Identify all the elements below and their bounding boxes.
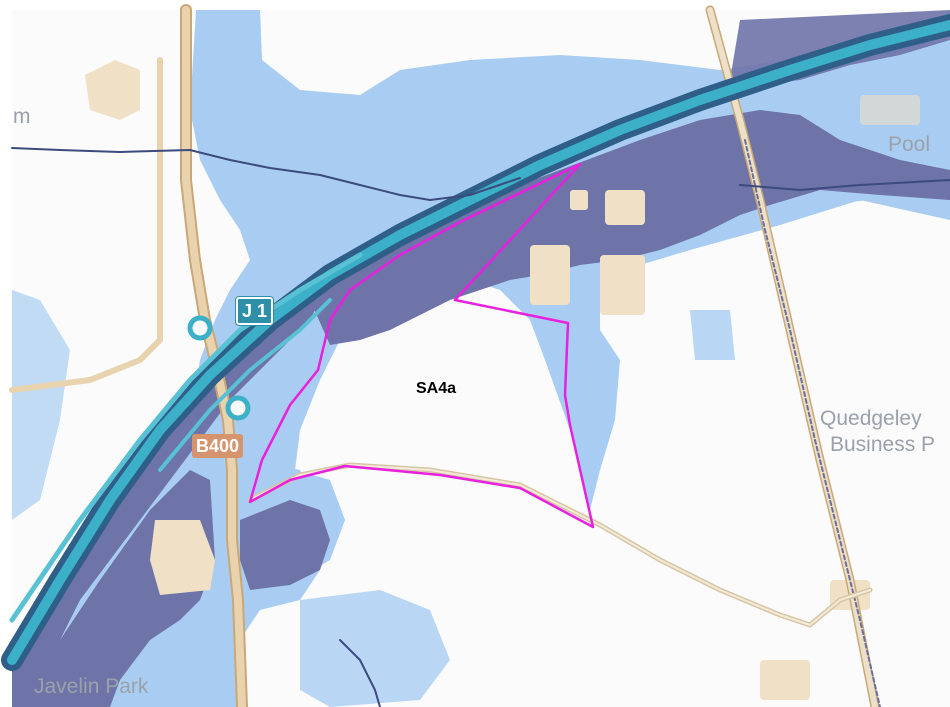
place-label-javelin-park: Javelin Park bbox=[34, 675, 149, 698]
watercourses-layer bbox=[11, 147, 950, 707]
motorway-slip-road bbox=[9, 252, 363, 623]
roads-layer bbox=[1, 4, 950, 707]
railway-east bbox=[744, 139, 881, 707]
brook-north bbox=[11, 147, 521, 202]
building-industrial-1 bbox=[530, 245, 570, 305]
site-boundary-sa4a bbox=[248, 162, 595, 529]
a-road-west-spur bbox=[9, 57, 163, 393]
flood-zone-3-motorway-corridor bbox=[12, 280, 330, 707]
building-industrial-4 bbox=[570, 190, 588, 210]
flood-zone-2-east-patch bbox=[690, 310, 735, 360]
motorway bbox=[7, 20, 950, 665]
place-label-quedgeley-2: Business P bbox=[830, 433, 936, 456]
building-southwest bbox=[150, 520, 215, 595]
building-northwest bbox=[85, 60, 140, 120]
flood-zone-2-south-patch bbox=[300, 590, 450, 707]
flood-zone-2-left-creek bbox=[12, 290, 70, 520]
building-north-east bbox=[860, 95, 920, 125]
ditch-southwest bbox=[339, 639, 381, 707]
building-industrial-3 bbox=[605, 190, 645, 225]
building-southeast-2 bbox=[760, 660, 810, 700]
map-frame-left-gap bbox=[0, 0, 12, 707]
building-industrial-2 bbox=[600, 255, 645, 315]
roundabout-south bbox=[225, 395, 251, 421]
place-label-quedgeley-1: Quedgeley bbox=[820, 407, 922, 430]
motorway-slip-road-2 bbox=[158, 298, 332, 472]
place-label-left-fragment: m bbox=[13, 105, 31, 128]
roundabout-north bbox=[187, 315, 213, 341]
a-road-west bbox=[182, 6, 246, 707]
road-shield-junction: J 1 bbox=[236, 297, 274, 325]
place-label-pool: Pool bbox=[888, 133, 931, 156]
site-label-sa4a: SA4a bbox=[416, 380, 457, 397]
road-shield-b-road: B400 bbox=[192, 434, 244, 458]
flood-zone-3-main bbox=[310, 110, 950, 345]
buildings-layer bbox=[85, 60, 920, 700]
map-frame-top-gap bbox=[0, 0, 950, 10]
brook-east bbox=[739, 179, 950, 192]
flood-zone-3-south-of-b-road bbox=[240, 500, 330, 590]
